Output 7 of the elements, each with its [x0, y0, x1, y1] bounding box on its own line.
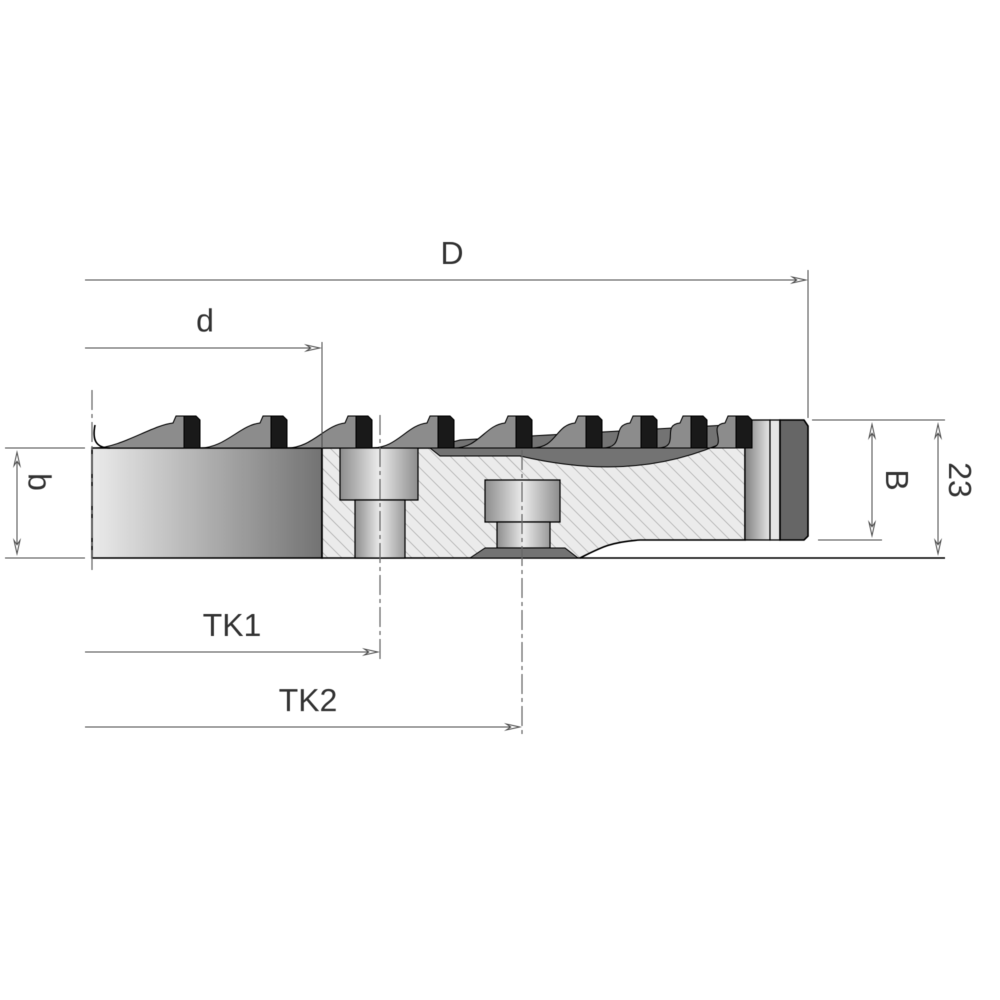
dimension-label: 23 [948, 464, 972, 496]
dimension-label: B [886, 472, 908, 489]
dimension-label: TK1 [203, 614, 260, 636]
dimension-label: d [197, 308, 212, 332]
dimension-label: b [28, 475, 52, 490]
dimension-label: TK2 [279, 688, 336, 712]
dimension-label: D [443, 242, 462, 264]
